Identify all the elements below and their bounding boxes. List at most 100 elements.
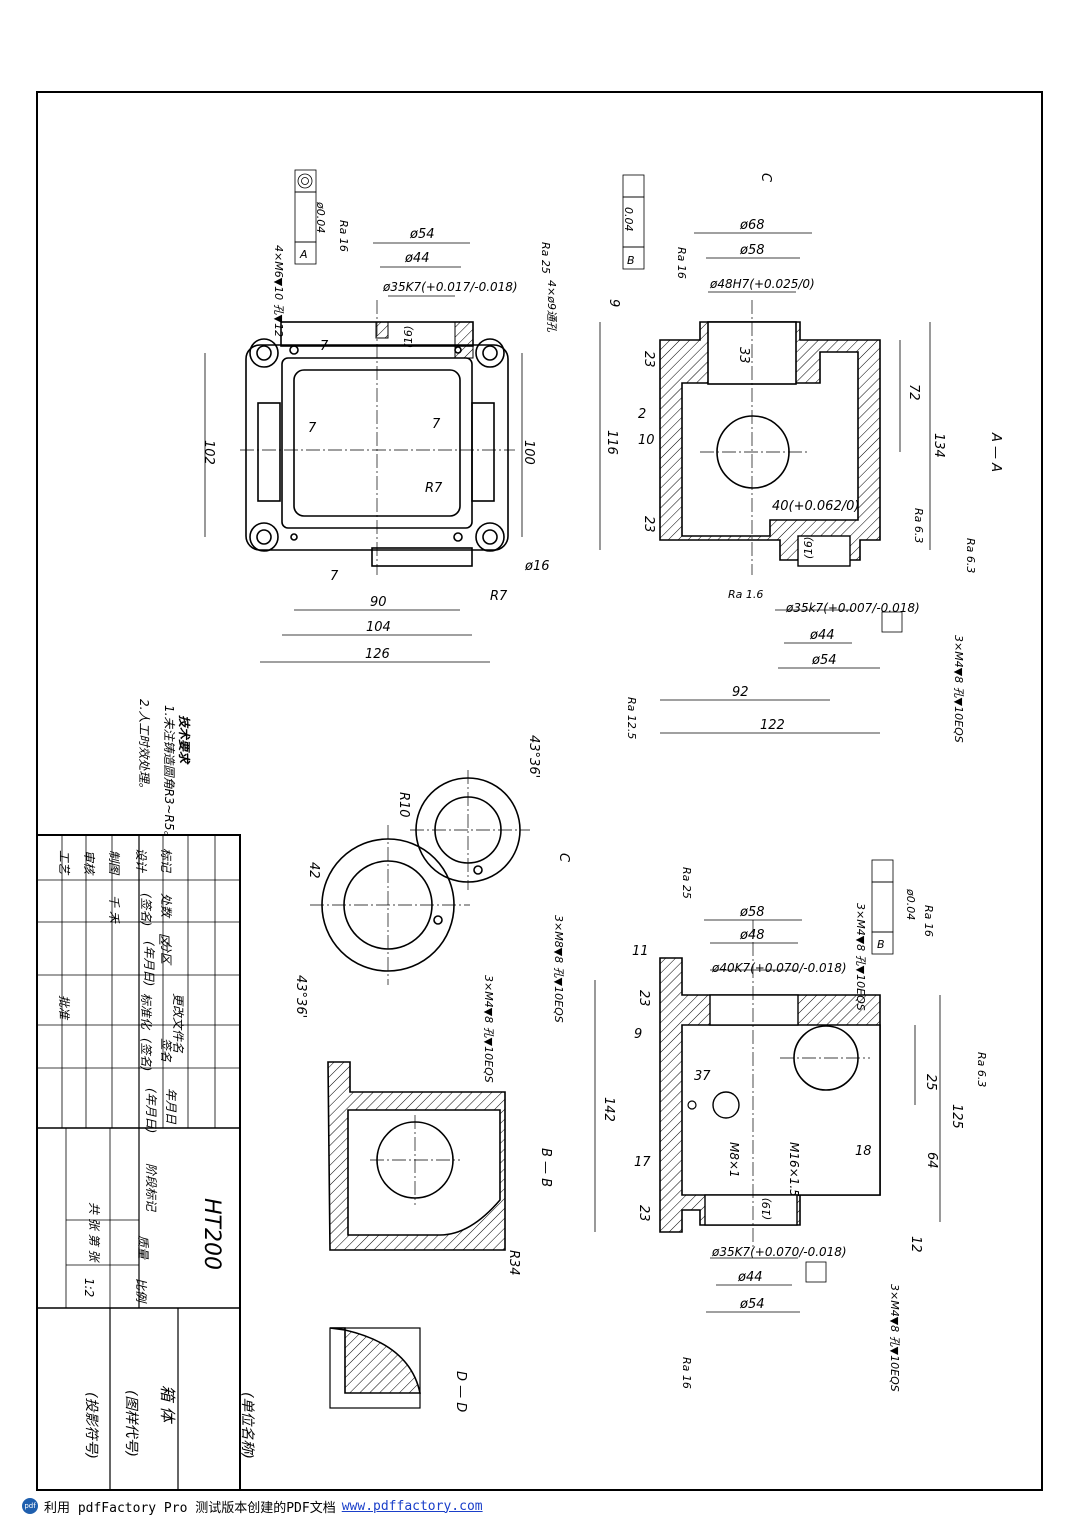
dim-16b: (16) <box>802 536 815 559</box>
section-aa-dims <box>599 174 931 734</box>
section-bb <box>327 1061 506 1251</box>
lower-section <box>659 957 881 1233</box>
svg-text:标准化: 标准化 <box>139 993 153 1031</box>
top-view-dimensions <box>204 169 523 663</box>
tech-req-title: 技术要求 <box>177 715 191 765</box>
dim-phi16: ø16 <box>524 559 550 574</box>
section-aa-labels: ø68 ø58 ø48H7(+0.025/0) 0.04 B Ra 16 9 3… <box>604 173 1003 743</box>
dim-33: 33 <box>736 347 751 364</box>
drawing-code: (图样代号) <box>123 1390 139 1457</box>
dim-116: 116 <box>604 430 619 455</box>
view-c-marker: C <box>758 173 773 183</box>
sheet-info: 共 张 第 张 <box>87 1202 101 1263</box>
dim-phi54-lower: ø54 <box>739 1297 765 1312</box>
tol-phi004: ø0.04 <box>314 201 327 233</box>
ra-63a: Ra 6.3 <box>912 508 925 543</box>
ra-63b: Ra 6.3 <box>964 538 977 573</box>
lower-section-dims <box>594 859 941 1313</box>
dim-104: 104 <box>366 620 391 635</box>
dim-phi35k7b: ø35k7(+0.007/-0.018) <box>785 601 920 615</box>
svg-text:(签名): (签名) <box>139 893 153 926</box>
lower-section-labels: Ra 25 ø58 ø48 ø40K7(+0.070/-0.018) 3×M4▼… <box>601 867 988 1392</box>
dim-142: 142 <box>601 1097 616 1122</box>
dim-90: 90 <box>370 595 387 610</box>
svg-text:年月日: 年月日 <box>164 1088 178 1125</box>
svg-text:比例: 比例 <box>134 1278 148 1304</box>
footer-link[interactable]: www.pdffactory.com <box>341 1498 483 1514</box>
thread-m8: M8×1 <box>727 1142 741 1178</box>
svg-text:审核: 审核 <box>82 850 96 876</box>
section-bb-title: B — B <box>538 1148 553 1187</box>
dim-r7b: R7 <box>490 589 508 604</box>
dim-phi68: ø68 <box>739 218 765 233</box>
dim-23a: 23 <box>641 351 656 368</box>
dim-10: 10 <box>638 433 655 448</box>
material-label: HT200 <box>199 1198 224 1270</box>
section-aa <box>659 321 881 567</box>
dim-12: 12 <box>908 1236 923 1253</box>
dim-23-lower-a: 23 <box>636 990 651 1007</box>
dim-phi58: ø58 <box>739 243 765 258</box>
datum-b-lower: B <box>877 938 885 951</box>
dim-23-lower-b: 23 <box>636 1205 651 1222</box>
dim-phi44-lower: ø44 <box>737 1270 763 1285</box>
dim-2: 2 <box>638 407 646 422</box>
svg-text:处数: 处数 <box>159 893 173 919</box>
dim-9-lower: 9 <box>634 1027 642 1042</box>
datum-a-top: A <box>299 248 308 261</box>
dim-7d: 7 <box>330 569 339 584</box>
svg-text:更改文件名: 更改文件名 <box>171 993 185 1054</box>
angle-top: 43°36' <box>526 735 541 778</box>
view-c-title: C <box>556 853 571 863</box>
dim-phi35k7: ø35K7(+0.017/-0.018) <box>382 280 518 294</box>
view-c-labels: 43°36' 43°36' R10 42 3×M8▼8 孔▼10EQS 3×M4… <box>293 735 571 1083</box>
dim-7b: 7 <box>432 417 441 432</box>
drawing-border <box>36 91 1043 1491</box>
section-aa-title: A — A <box>988 432 1003 472</box>
radius-r10: R10 <box>396 792 411 818</box>
part-name: 箱 体 <box>158 1385 177 1424</box>
dim-19: (19) <box>760 1197 773 1220</box>
thread-m16: M16×1.5 <box>787 1142 801 1197</box>
ra-16-lower: Ra 16 <box>922 905 935 937</box>
ra-16-top: Ra 16 <box>337 220 350 252</box>
dim-phi44b: ø44 <box>809 628 835 643</box>
dim-134: 134 <box>931 433 946 458</box>
dim-phi44: ø44 <box>404 251 430 266</box>
view-c-centerlines <box>310 770 530 985</box>
angle-bottom: 43°36' <box>293 975 308 1018</box>
svg-text:批准: 批准 <box>57 995 71 1021</box>
dim-126: 126 <box>365 647 390 662</box>
svg-text:分区: 分区 <box>159 940 173 966</box>
svg-text:标记: 标记 <box>159 848 173 873</box>
radius-r34: R34 <box>506 1250 521 1276</box>
dim-r7a: R7 <box>425 481 443 496</box>
dim-phi40k7: ø40K7(+0.070/-0.018) <box>711 961 847 975</box>
dim-7c: 7 <box>320 339 329 354</box>
ra-125: Ra 12.5 <box>625 697 638 739</box>
svg-text:(签名): (签名) <box>139 1038 153 1071</box>
dim-7a: 7 <box>308 421 317 436</box>
section-dd <box>329 1327 421 1409</box>
svg-text:质量: 质量 <box>136 1235 150 1260</box>
scale-label: 1:2 <box>82 1278 96 1297</box>
dim-25: 25 <box>923 1074 938 1091</box>
pdf-logo-icon: pdf <box>22 1498 38 1514</box>
ra-16-aa: Ra 1.6 <box>728 588 763 601</box>
datum-b: B <box>627 254 635 267</box>
svg-text:千 禾: 千 禾 <box>107 895 121 924</box>
dim-92: 92 <box>732 685 749 700</box>
ra-16-lower-b: Ra 16 <box>680 1357 693 1389</box>
top-view-labels: ø54 ø44 ø35K7(+0.017/-0.018) (16) 102 10… <box>201 201 558 662</box>
tech-req-1: 1.未注铸造圆角R3~R5。 <box>162 705 176 842</box>
footer-text: 利用 pdfFactory Pro 测试版本创建的PDF文档 <box>44 1500 336 1516</box>
dim-42: 42 <box>306 862 321 879</box>
note-3xm4-lower: 3×M4▼8 孔▼10EQS <box>854 903 867 1011</box>
pdf-footer: pdf 利用 pdfFactory Pro 测试版本创建的PDF文档 www.p… <box>22 1495 483 1517</box>
dim-72: 72 <box>906 384 921 401</box>
ra-63-lower: Ra 6.3 <box>975 1052 988 1087</box>
tech-requirements: 技术要求 1.未注铸造圆角R3~R5。 2.人工时效处理。 <box>137 699 191 842</box>
unit-name: (单位名称) <box>239 1392 255 1459</box>
svg-text:制图: 制图 <box>107 850 121 876</box>
